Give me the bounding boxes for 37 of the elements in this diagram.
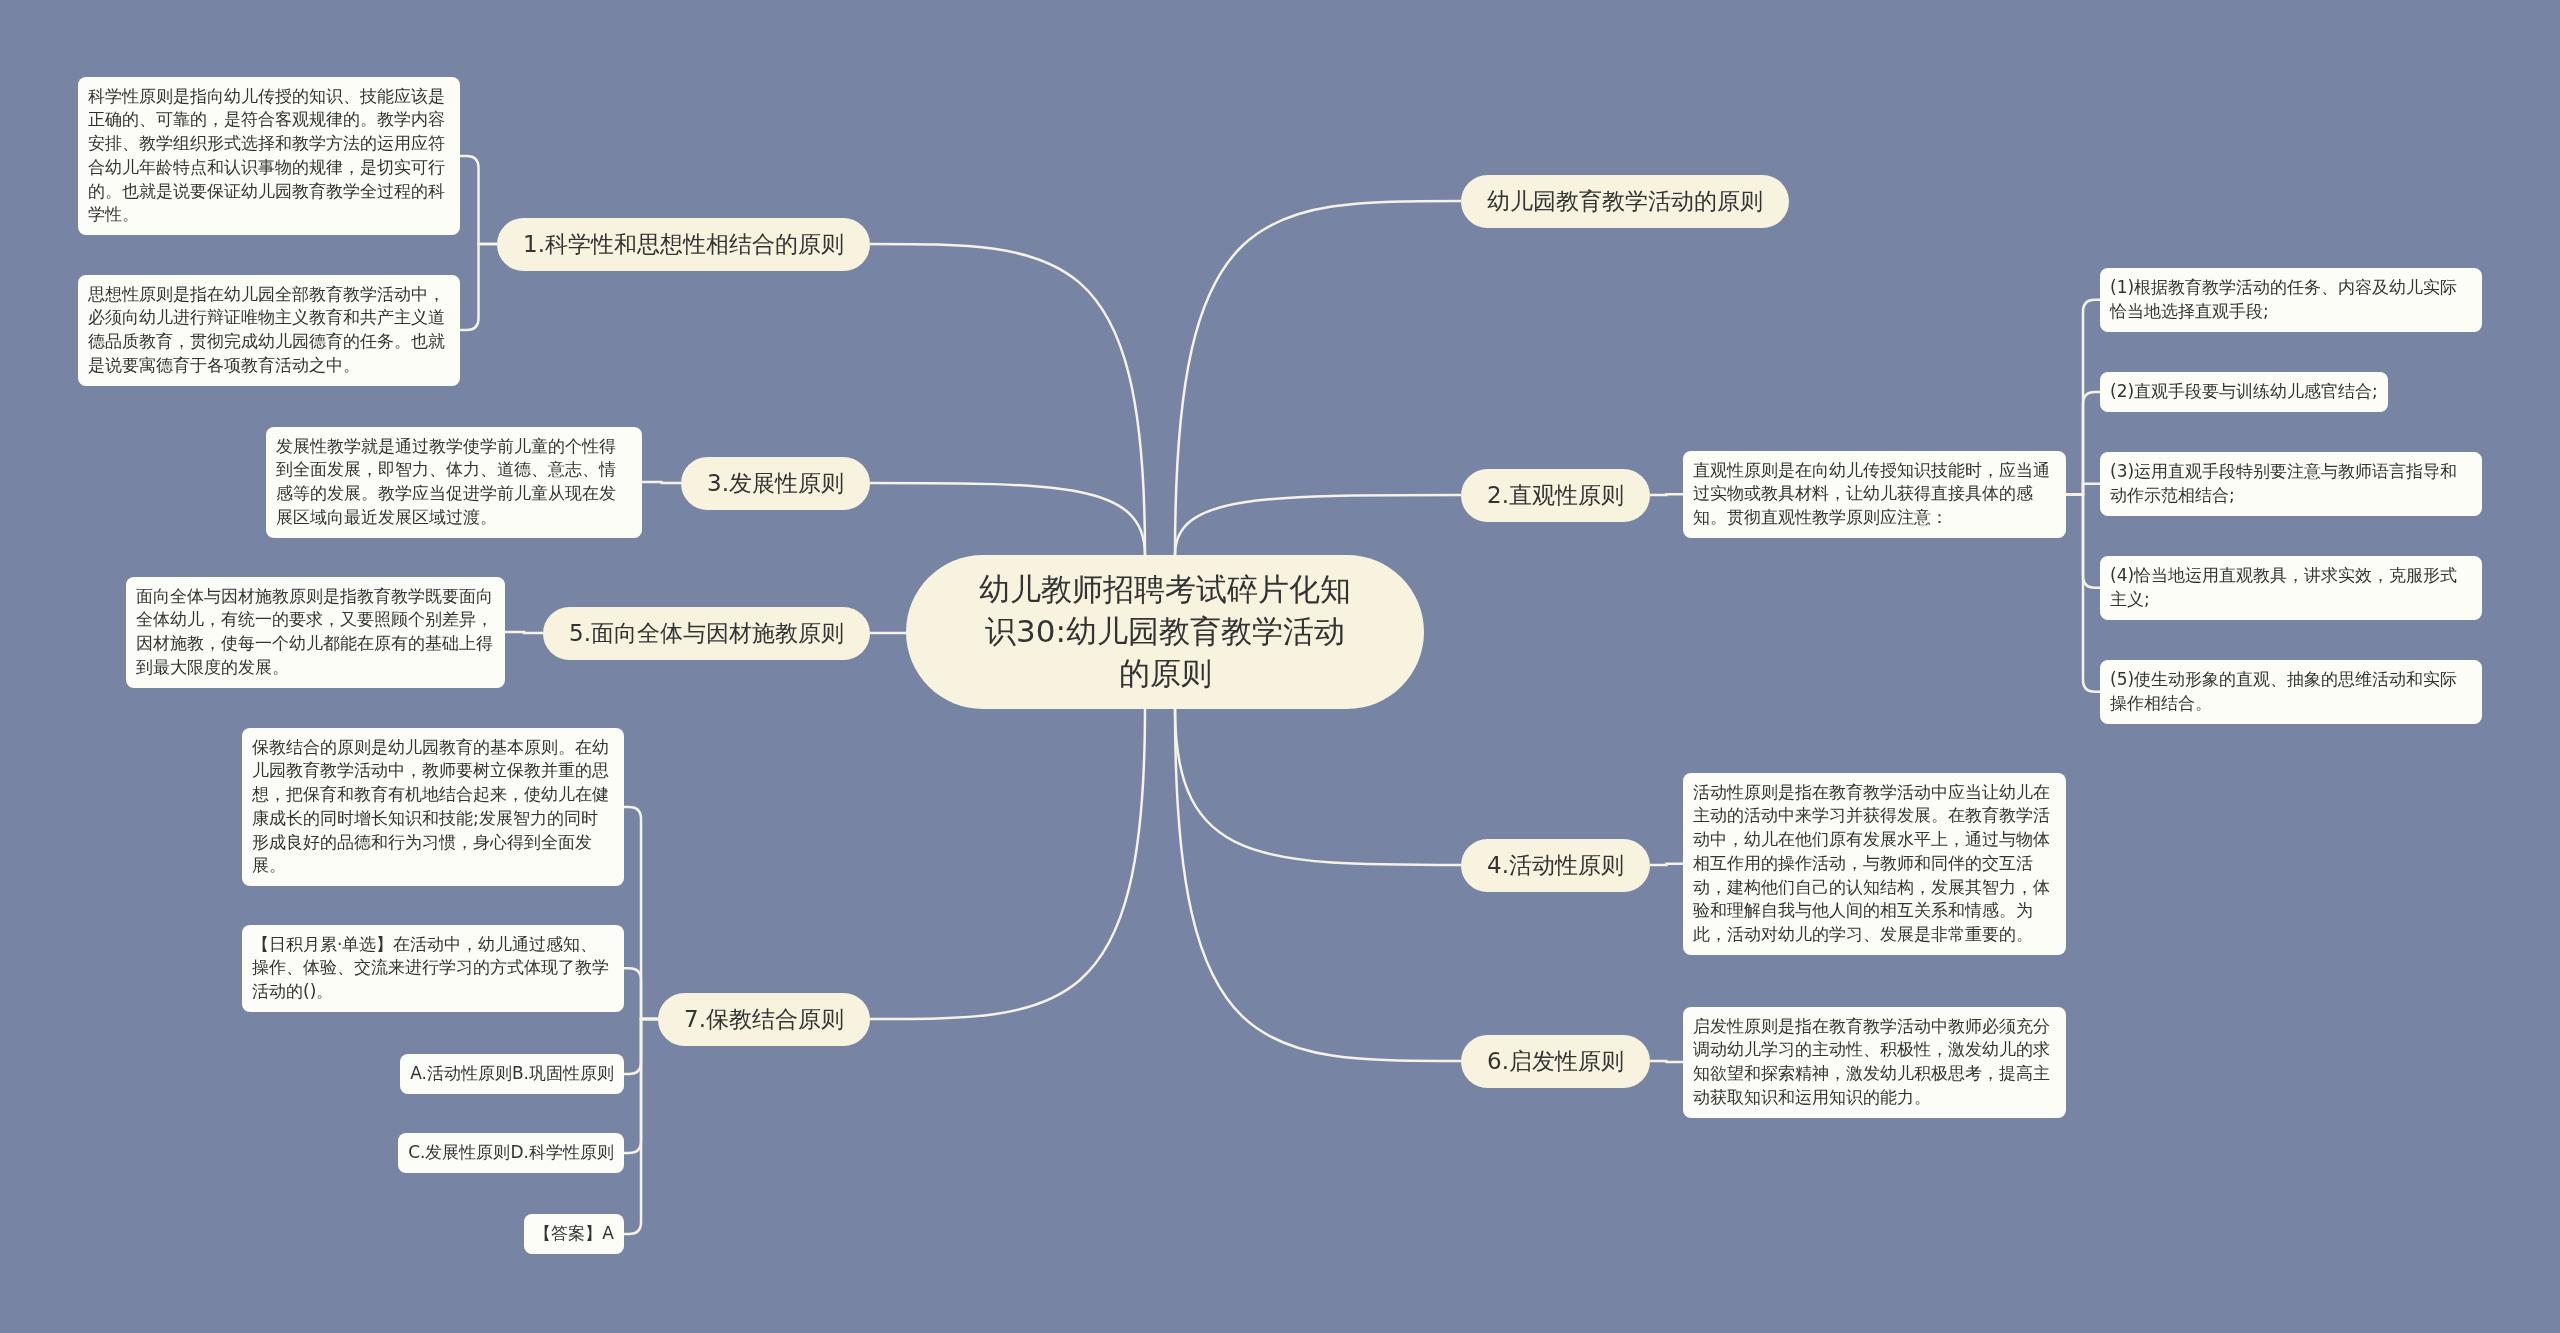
connector-line xyxy=(642,480,682,485)
branch-box: 7.保教结合原则 xyxy=(658,992,870,1046)
note-box: 【日积月累·单选】在活动中，幼儿通过感知、操作、体验、交流来进行学习的方式体现了教学活动的()。 xyxy=(242,924,624,1012)
branch-box: 4.活动性原则 xyxy=(1461,838,1650,892)
note-box: 思想性原则是指在幼儿园全部教育教学活动中，必须向幼儿进行辩证唯物主义教育和共产主义道德品质教育，贯彻完成幼儿园德育的任务。也就是说要寓德育于各项教育活动之中。 xyxy=(78,274,460,386)
note-box: 科学性原则是指向幼儿传授的知识、技能应该是正确的、可靠的，是符合客观规律的。教学内容安排、教学组织形式选择和教学方法的运用应符合幼儿年龄特点和认识事物的规律，是切实可行的。也就是说要保证幼儿园教育教学全过程的科学性。 xyxy=(78,76,460,236)
branch-box: 幼儿园教育教学活动的原则 xyxy=(1461,174,1789,228)
branch-box: 2.直观性原则 xyxy=(1461,468,1650,522)
connector-line xyxy=(870,481,1147,556)
note-box: C.发展性原则D.科学性原则 xyxy=(398,1133,624,1173)
branch-box: 6.启发性原则 xyxy=(1461,1034,1650,1088)
branch-box: 5.面向全体与因材施教原则 xyxy=(543,606,870,660)
note-box: (1)根据教育教学活动的任务、内容及幼儿实际恰当地选择直观手段; xyxy=(2100,268,2482,332)
connector-line xyxy=(1649,1059,1683,1064)
note-box: 直观性原则是在向幼儿传授知识技能时，应当通过实物或教具材料，让幼儿获得直接具体的感知。贯彻直观性教学原则应注意： xyxy=(1683,450,2066,538)
note-box: (3)运用直观手段特别要注意与教师语言指导和动作示范相结合; xyxy=(2100,452,2482,516)
connector-line xyxy=(870,708,1147,1021)
connector-line xyxy=(1649,492,1683,497)
branch-box: 3.发展性原则 xyxy=(681,456,870,510)
note-box: 保教结合的原则是幼儿园教育的基本原则。在幼儿园教育教学活动中，教师要树立保教并重的思想，把保育和教育有机地结合起来，使幼儿在健康成长的同时增长知识和技能;发展智力的同时形成良好的品德和行为习惯，身心得到全面发展。 xyxy=(242,727,624,887)
note-box: (2)直观手段要与训练幼儿感官结合; xyxy=(2100,372,2388,412)
branch-box: 1.科学性和思想性相结合的原则 xyxy=(497,217,870,271)
connector-line xyxy=(505,630,544,635)
topic-box: 幼儿教师招聘考试碎片化知识30:幼儿园教育教学活动的原则 xyxy=(906,555,1424,709)
note-box: 【答案】A xyxy=(524,1214,624,1254)
note-box: (4)恰当地运用直观教具，讲求实效，克服形式主义; xyxy=(2100,556,2482,620)
note-box: 面向全体与因材施教原则是指教育教学既要面向全体幼儿，有统一的要求，又要照顾个别差异，因材施教，使每一个幼儿都能在原有的基础上得到最大限度的发展。 xyxy=(126,576,505,688)
connector-line xyxy=(1173,493,1461,556)
connector-line xyxy=(460,242,498,332)
connector-line xyxy=(1649,862,1683,867)
connector-line xyxy=(870,631,906,635)
note-box: A.活动性原则B.巩固性原则 xyxy=(400,1054,624,1094)
note-box: 活动性原则是指在教育教学活动中应当让幼儿在主动的活动中来学习并获得发展。在教育教学活动中，幼儿在他们原有发展水平上，通过与物体相互作用的操作活动，与教师和同伴的交互活动，建构他们自己的认知结构，发展其智力，体验和理解自我与他人间的相互关系和情感。为此，活动对幼儿的学习、发展是非常重要的。 xyxy=(1683,772,2066,956)
note-box: 启发性原则是指在教育教学活动中教师必须充分调动幼儿学习的主动性、积极性，激发幼儿的求知欲望和探索精神，激发幼儿积极思考，提高主动获取知识和运用知识的能力。 xyxy=(1683,1006,2066,1118)
note-box: (5)使生动形象的直观、抽象的思维活动和实际操作相结合。 xyxy=(2100,660,2482,724)
note-box: 发展性教学就是通过教学使学前儿童的个性得到全面发展，即智力、体力、道德、意志、情感等的发展。教学应当促进学前儿童从现在发展区域向最近发展区域过渡。 xyxy=(266,426,642,538)
connector-line xyxy=(1173,708,1461,1063)
